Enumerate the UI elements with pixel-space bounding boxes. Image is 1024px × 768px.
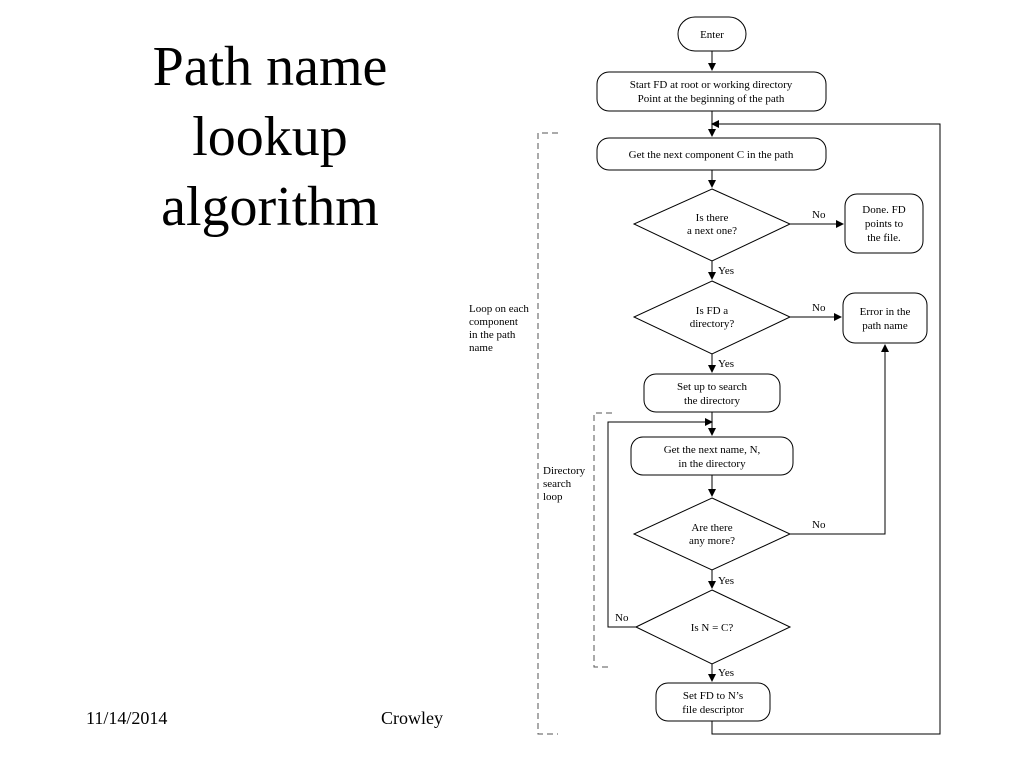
edge-label-more-no: No	[812, 519, 826, 531]
edge-aremore-error	[790, 344, 889, 535]
node-error-line-2: path name	[862, 320, 908, 332]
inner-loop-label-line-2: search	[543, 478, 572, 490]
node-start-fd-line-2: Point at the beginning of the path	[638, 93, 785, 105]
edge-label-next-yes: Yes	[718, 265, 734, 277]
decision-is-directory-line-2: directory?	[690, 318, 735, 330]
edge-label-match-no: No	[615, 612, 629, 624]
node-get-name-line-2: in the directory	[678, 458, 746, 470]
node-error: Error in the path name	[842, 292, 928, 344]
slide-title: Path name lookup algorithm	[110, 32, 430, 242]
edge-label-dir-yes: Yes	[718, 358, 734, 370]
node-set-fd-line-1: Set FD to N’s	[683, 690, 743, 702]
node-done: Done. FD points to the file.	[844, 193, 924, 254]
decision-is-n-eq-c-label: Is N = C?	[691, 622, 734, 634]
title-line-1: Path name	[152, 36, 388, 98]
node-get-name: Get the next name, N, in the directory	[630, 436, 794, 476]
edge-label-match-yes: Yes	[718, 667, 734, 679]
footer-date: 11/14/2014	[86, 708, 168, 728]
decision-is-next: Is there a next one?	[632, 188, 792, 262]
decision-is-directory: Is FD a directory?	[632, 280, 792, 355]
node-set-fd-line-2: file descriptor	[682, 704, 744, 716]
node-error-line-1: Error in the	[860, 306, 911, 318]
decision-is-next-line-1: Is there	[696, 212, 729, 224]
node-setup-search-line-1: Set up to search	[677, 381, 747, 393]
footer-author: Crowley	[381, 708, 443, 728]
outer-loop-label-line-3: in the path	[469, 329, 516, 341]
edge-label-next-no: No	[812, 209, 826, 221]
outer-loop-label-line-1: Loop on each	[469, 303, 529, 315]
outer-loop-label-line-2: component	[469, 316, 518, 328]
node-enter-label: Enter	[700, 29, 724, 41]
decision-are-more-line-1: Are there	[691, 522, 732, 534]
node-get-component-label: Get the next component C in the path	[629, 149, 794, 161]
decision-is-directory-line-1: Is FD a	[696, 305, 729, 317]
inner-loop-label-line-1: Directory	[543, 465, 586, 477]
decision-are-more: Are there any more?	[632, 497, 792, 571]
node-done-line-2: points to	[865, 218, 904, 230]
inner-loop-label-line-3: loop	[543, 491, 563, 503]
outer-loop-label: Loop on each component in the path name	[469, 303, 529, 354]
node-setup-search-line-2: the directory	[684, 395, 740, 407]
node-start-fd-line-1: Start FD at root or working directory	[630, 79, 793, 91]
node-done-line-3: the file.	[867, 232, 901, 244]
outer-loop-bracket	[537, 132, 558, 735]
node-setup-search: Set up to search the directory	[643, 373, 781, 413]
title-line-3: algorithm	[161, 176, 379, 238]
decision-is-n-eq-c: Is N = C?	[634, 589, 792, 665]
edge-setfd-loopback	[711, 120, 941, 735]
inner-loop-label: Directory search loop	[543, 465, 586, 503]
node-enter: Enter	[677, 16, 747, 52]
inner-loop-bracket	[593, 412, 612, 668]
node-get-name-line-1: Get the next name, N,	[664, 444, 761, 456]
decision-are-more-line-2: any more?	[689, 535, 735, 547]
node-done-line-1: Done. FD	[862, 204, 905, 216]
edge-label-dir-no: No	[812, 302, 826, 314]
outer-loop-label-line-4: name	[469, 342, 493, 354]
title-line-2: lookup	[192, 106, 348, 168]
node-set-fd: Set FD to N’s file descriptor	[655, 682, 771, 722]
decision-is-next-line-2: a next one?	[687, 225, 737, 237]
node-get-component: Get the next component C in the path	[596, 137, 827, 171]
edge-label-more-yes: Yes	[718, 575, 734, 587]
edge-isneqc-loopback	[607, 418, 713, 628]
node-start-fd: Start FD at root or working directory Po…	[596, 71, 827, 112]
flowchart-edges	[607, 51, 941, 735]
